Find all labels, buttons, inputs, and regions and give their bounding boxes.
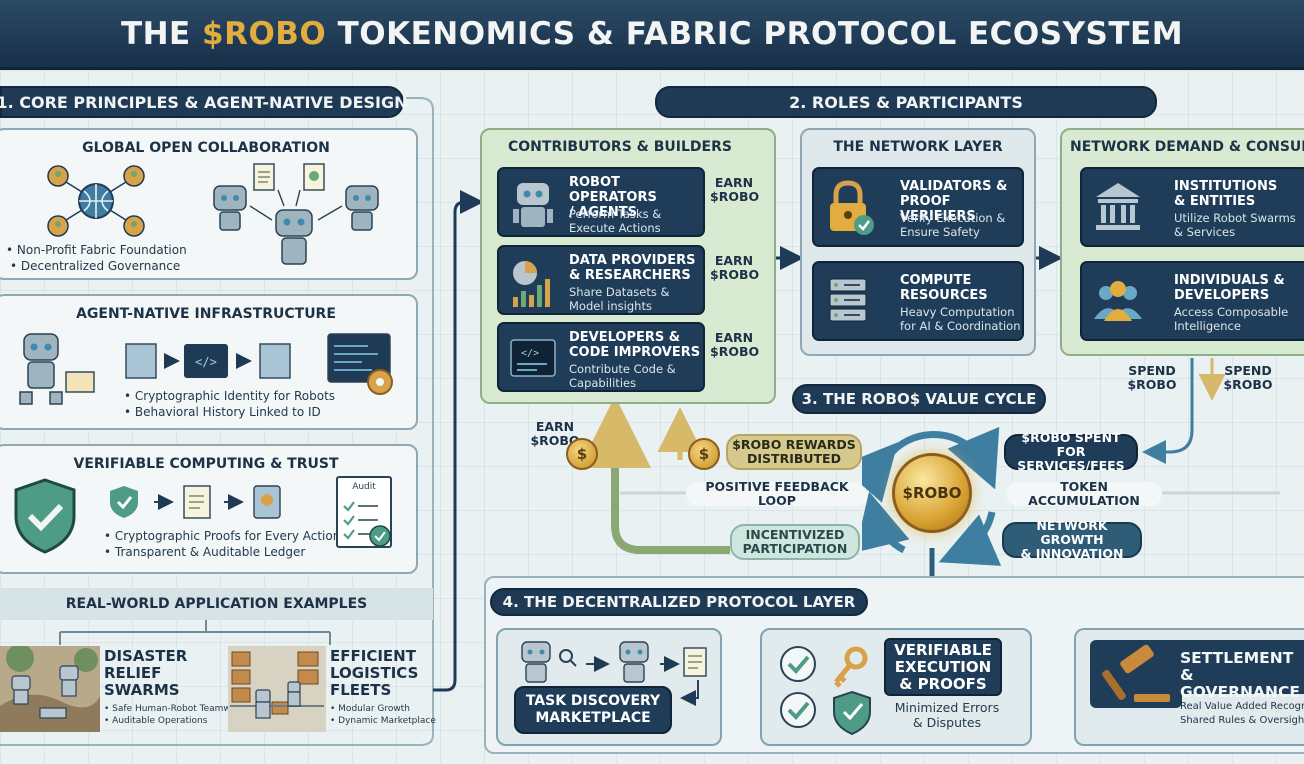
robo-token-coin: $ROBO <box>892 453 972 533</box>
settlement-title-overlay: SETTLEMENT & GOVERNANCE <box>1180 650 1304 701</box>
earn-robo-label-1: EARN $ROBO <box>710 176 758 204</box>
verifiable-computing-title: VERIFIABLE COMPUTING & TRUST <box>0 456 416 472</box>
institutions-card: INSTITUTIONS & ENTITIES Utilize Robot Sw… <box>1080 167 1304 247</box>
robot-icon <box>507 177 559 233</box>
spend-robo-label-2: SPEND $ROBO <box>1222 364 1274 392</box>
examples-title-bar: REAL-WORLD APPLICATION EXAMPLES <box>0 588 433 620</box>
developers-desc: Contribute Code & Capabilities <box>569 362 676 390</box>
verifiable-bullet-2: • Transparent & Auditable Ledger <box>104 544 305 560</box>
data-providers-title: DATA PROVIDERS & RESEARCHERS <box>569 253 695 283</box>
robot-operators-desc: Perform Tasks & Execute Actions <box>569 207 661 235</box>
earn-robo-label-3: EARN $ROBO <box>710 331 758 359</box>
agent-bullet-2: • Behavioral History Linked to ID <box>124 404 321 420</box>
return-arrow-icon <box>678 678 708 708</box>
logistics-bullet-2: • Dynamic Marketplace <box>330 715 436 727</box>
checks-key-shield-icons <box>776 640 886 740</box>
logistics-bullet-1: • Modular Growth <box>330 703 410 715</box>
token-accumulation-label: TOKEN ACCUMULATION <box>1006 482 1162 506</box>
feedback-loop-label: POSITIVE FEEDBACK LOOP <box>686 482 868 506</box>
audit-checklist-icon <box>338 492 390 548</box>
task-discovery-module: TASK DISCOVERY MARKETPLACE <box>496 628 722 746</box>
verifiable-execution-desc: Minimized Errors & Disputes <box>888 700 1006 730</box>
disaster-bullet-2: • Auditable Operations <box>104 715 207 727</box>
section2-heading: 2. ROLES & PARTICIPANTS <box>655 86 1157 118</box>
network-people-icon <box>46 164 146 238</box>
contributors-title: CONTRIBUTORS & BUILDERS <box>508 139 774 155</box>
settlement-desc-1: Real Value Added Recogniz <box>1180 700 1304 713</box>
proof-flow-icons <box>108 482 298 522</box>
coin-icon-symbol: $ <box>577 445 587 463</box>
server-icon <box>822 273 874 329</box>
section3-heading: 3. THE ROBO$ VALUE CYCLE <box>792 384 1046 414</box>
audit-document-icon: Audit <box>336 476 392 548</box>
svg-text:</>: </> <box>521 348 539 359</box>
warehouse-robots-image <box>228 646 326 732</box>
institutions-title: INSTITUTIONS & ENTITIES <box>1174 179 1277 209</box>
spend-robo-label-1: SPEND $ROBO <box>1126 364 1178 392</box>
rewards-distributed-box: $ROBO REWARDS DISTRIBUTED <box>726 434 862 470</box>
verifiable-execution-module: VERIFIABLE EXECUTION & PROOFS Minimized … <box>760 628 1032 746</box>
individuals-title: INDIVIDUALS & DEVELOPERS <box>1174 273 1285 303</box>
robot-operators-card: ROBOT OPERATORS / AGENTS Perform Tasks &… <box>497 167 705 237</box>
task-discovery-label: TASK DISCOVERY MARKETPLACE <box>514 686 672 734</box>
individuals-card: INDIVIDUALS & DEVELOPERS Access Composab… <box>1080 261 1304 341</box>
logistics-title: EFFICIENT LOGISTICS FLEETS <box>330 648 418 699</box>
validators-desc: Verify Execution & Ensure Safety <box>900 211 1005 239</box>
developers-title: DEVELOPERS & CODE IMPROVERS <box>569 330 700 360</box>
data-providers-card: DATA PROVIDERS & RESEARCHERS Share Datas… <box>497 245 705 315</box>
svg-text:</>: </> <box>195 355 217 369</box>
audit-label: Audit <box>338 482 390 492</box>
institutions-desc: Utilize Robot Swarms & Services <box>1174 211 1296 239</box>
shield-check-icon <box>10 476 80 556</box>
section1-heading: 1. CORE PRINCIPLES & AGENT-NATIVE DESIGN <box>0 86 404 118</box>
developers-card: </> DEVELOPERS & CODE IMPROVERS Contribu… <box>497 322 705 392</box>
network-layer-title: THE NETWORK LAYER <box>802 139 1034 155</box>
verifiable-bullet-1: • Cryptographic Proofs for Every Action <box>104 528 340 544</box>
reward-coin-icon: $ <box>688 438 720 470</box>
institution-building-icon <box>1092 179 1144 235</box>
verifiable-execution-title: VERIFIABLE EXECUTION & PROOFS <box>884 638 1002 696</box>
global-collab-panel: GLOBAL OPEN COLLABORATION • Non-Profit F… <box>0 128 418 280</box>
global-bullet-2: • Decentralized Governance <box>10 258 180 274</box>
verifiable-computing-panel: VERIFIABLE COMPUTING & TRUST • Cryptogra… <box>0 444 418 574</box>
compute-title: COMPUTE RESOURCES <box>900 273 988 303</box>
validators-card: VALIDATORS & PROOF VERIFIERS Verify Exec… <box>812 167 1024 247</box>
section4-heading: 4. THE DECENTRALIZED PROTOCOL LAYER <box>490 588 868 616</box>
disaster-robots-image <box>0 646 100 732</box>
network-growth-box: NETWORK GROWTH & INNOVATION <box>1002 522 1142 558</box>
disaster-title: DISASTER RELIEF SWARMS <box>104 648 187 699</box>
compute-card: COMPUTE RESOURCES Heavy Computation for … <box>812 261 1024 341</box>
compute-desc: Heavy Computation for AI & Coordination <box>900 305 1021 333</box>
spent-fees-box: $ROBO SPENT FOR SERVICES/FEES <box>1004 434 1138 470</box>
lock-icon <box>822 179 874 235</box>
settlement-desc-2: Shared Rules & Oversight <box>1180 714 1304 727</box>
global-bullet-1: • Non-Profit Fabric Foundation <box>6 242 187 258</box>
robots-collaboration-icon <box>206 162 396 274</box>
chart-icon <box>507 255 559 311</box>
incentivized-participation-box: INCENTIVIZED PARTICIPATION <box>730 524 860 560</box>
earn-robo-label-2: EARN $ROBO <box>710 254 758 282</box>
coin-icon: $ <box>566 438 598 470</box>
global-collab-title: GLOBAL OPEN COLLABORATION <box>0 140 416 156</box>
people-group-icon <box>1092 273 1144 329</box>
reward-coin-symbol: $ <box>699 445 709 463</box>
data-providers-desc: Share Datasets & Model insights <box>569 285 670 313</box>
individuals-desc: Access Composable Intelligence <box>1174 305 1288 333</box>
examples-title: REAL-WORLD APPLICATION EXAMPLES <box>0 596 433 612</box>
agent-native-panel: AGENT-NATIVE INFRASTRUCTURE </> • Crypto… <box>0 294 418 430</box>
agent-native-title: AGENT-NATIVE INFRASTRUCTURE <box>0 306 416 322</box>
code-window-icon: </> <box>507 332 559 388</box>
demand-title: NETWORK DEMAND & CONSUMERS <box>1070 139 1304 155</box>
agent-bullet-1: • Cryptographic Identity for Robots <box>124 388 335 404</box>
disaster-bullet-1: • Safe Human-Robot Teamwork <box>104 703 245 715</box>
